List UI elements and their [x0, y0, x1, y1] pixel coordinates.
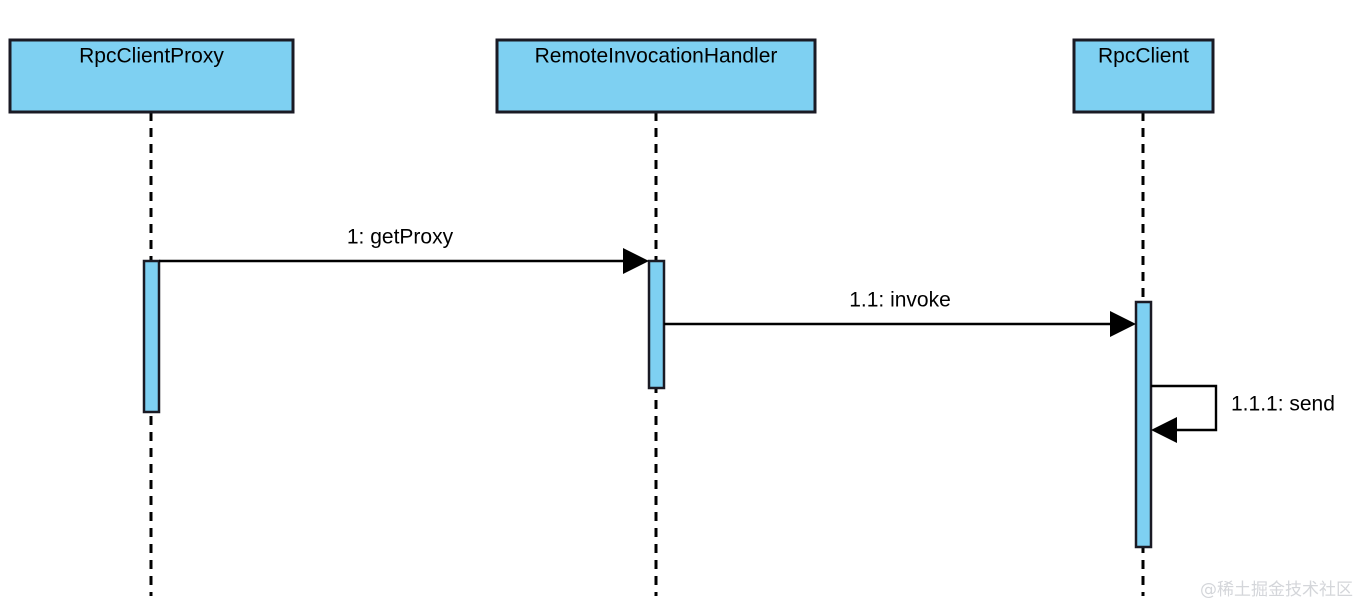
participant-remote-invocation-handler[interactable]: RemoteInvocationHandler — [495, 38, 817, 114]
participant-box[interactable] — [1072, 38, 1215, 114]
activation-bars-layer — [142, 259, 1153, 549]
message-label: 1.1.1: send — [1231, 393, 1335, 416]
participant-rpc-client-proxy[interactable]: RpcClientProxy — [8, 38, 295, 114]
activation-bar-rpc-client-proxy[interactable] — [142, 259, 161, 414]
message-arrowhead-filled — [1151, 417, 1177, 443]
watermark-label: @稀土掘金技术社区 — [1200, 580, 1353, 600]
participant-label: RpcClientProxy — [79, 45, 224, 68]
message-arrowhead-filled — [623, 248, 649, 274]
participant-box[interactable] — [8, 38, 295, 114]
participant-box[interactable] — [495, 38, 817, 114]
self-message-path — [1151, 384, 1218, 432]
lifelines-layer — [149, 112, 1145, 596]
message-label: 1.1: invoke — [849, 289, 951, 312]
message-label: 1: getProxy — [347, 226, 454, 249]
message-get-proxy[interactable]: 1: getProxy — [159, 226, 649, 274]
activation-bar-remote-invocation-handler[interactable] — [647, 259, 666, 390]
participant-rpc-client[interactable]: RpcClient — [1072, 38, 1215, 114]
message-arrowhead-filled — [1110, 311, 1136, 337]
participant-label: RpcClient — [1098, 45, 1189, 68]
participant-label: RemoteInvocationHandler — [535, 45, 778, 68]
activation-bar-rpc-client[interactable] — [1134, 300, 1153, 549]
message-invoke[interactable]: 1.1: invoke — [664, 289, 1136, 337]
message-send-self[interactable]: 1.1.1: send — [1151, 384, 1335, 443]
